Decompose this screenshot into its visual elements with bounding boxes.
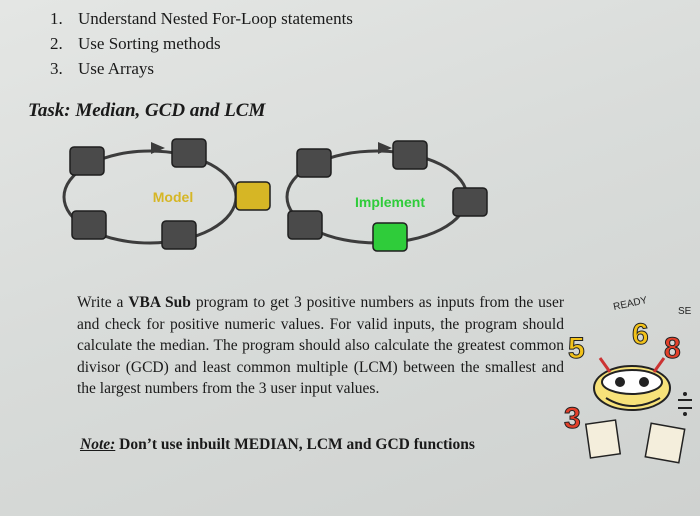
implement-label: Implement <box>355 194 425 210</box>
model-node <box>69 146 105 176</box>
implement-accent-node <box>372 222 408 252</box>
model-cycle-arrow-icon <box>151 142 165 154</box>
clipart-digit: 5 <box>568 332 585 365</box>
number-cards-icon <box>584 392 692 464</box>
model-implement-diagram: Model Implement <box>62 138 488 252</box>
objective-item: 3. Use Arrays <box>50 56 353 81</box>
clipart-digit: 3 <box>564 402 581 435</box>
note-text: Don’t use inbuilt MEDIAN, LCM and GCD fu… <box>115 436 475 453</box>
implement-node <box>392 140 428 170</box>
task-title: Task: Median, GCD and LCM <box>28 100 266 121</box>
clipart-digit: 6 <box>632 318 649 351</box>
model-node <box>171 138 207 168</box>
implement-node <box>452 187 488 217</box>
description-intro: Write a <box>77 294 129 311</box>
model-accent-node <box>235 181 271 211</box>
model-cycle: Model <box>62 138 271 250</box>
model-node <box>161 220 197 250</box>
clipart-set-text: SE <box>678 306 692 317</box>
implement-cycle: Implement <box>285 140 488 252</box>
note: Note: Don’t use inbuilt MEDIAN, LCM and … <box>80 436 475 454</box>
model-label: Model <box>153 189 193 205</box>
implement-node <box>287 210 323 240</box>
clipart-ready-text: READY <box>612 295 648 313</box>
objective-number: 1. <box>50 9 63 28</box>
objective-text: Use Arrays <box>78 59 155 78</box>
description-rest: program to get 3 positive numbers as inp… <box>77 294 565 397</box>
pencil-character-icon <box>593 357 671 411</box>
math-clipart: READY SE 5 6 8 3 <box>564 295 692 464</box>
objective-number: 3. <box>50 59 63 78</box>
objective-text: Use Sorting methods <box>78 34 221 53</box>
implement-cycle-arrow-icon <box>378 142 392 154</box>
description-keyword: VBA Sub <box>128 294 191 311</box>
objective-item: 1. Understand Nested For-Loop statements <box>50 6 353 31</box>
implement-node <box>296 148 332 178</box>
clipart-digit: 8 <box>664 332 681 365</box>
objective-number: 2. <box>50 34 63 53</box>
objective-text: Understand Nested For-Loop statements <box>78 9 353 28</box>
objectives-list: 1.Understand Nested For-Loop statements … <box>50 6 353 81</box>
objective-item: 2. Use Sorting methods <box>50 31 353 56</box>
model-node <box>71 210 107 240</box>
task-description: Write a VBA Sub program to get 3 positiv… <box>77 292 564 400</box>
note-label: Note: <box>80 436 116 453</box>
